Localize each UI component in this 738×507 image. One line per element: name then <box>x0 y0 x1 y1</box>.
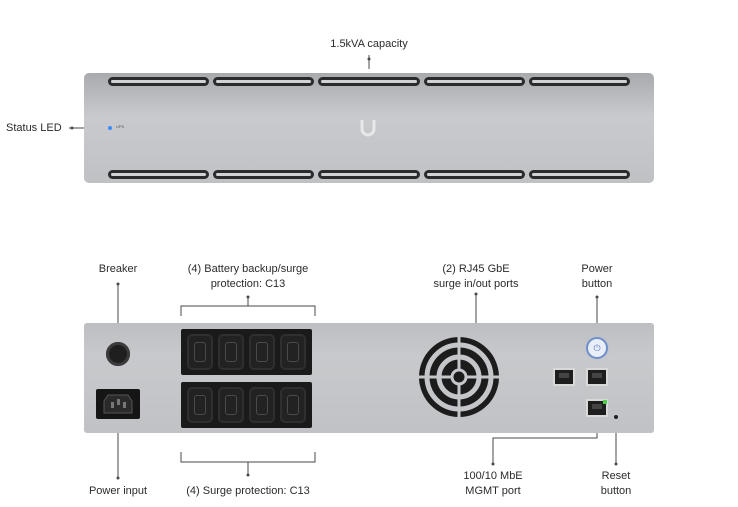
status-led <box>108 126 112 130</box>
c13-outlet-7[interactable] <box>249 387 276 423</box>
rj45-label: (2) RJ45 GbE surge in/out ports <box>433 263 519 290</box>
fan-grille-icon <box>419 337 499 417</box>
reset-button[interactable] <box>614 415 618 419</box>
status-led-label: Status LED <box>6 122 62 134</box>
front-vent-bottom <box>108 170 631 179</box>
c13-outlet-4[interactable] <box>280 334 307 370</box>
power-input-inlet <box>96 389 140 419</box>
mgmt-link-led <box>603 400 607 404</box>
c13-outlet-3[interactable] <box>249 334 276 370</box>
battery-bracket <box>180 305 316 316</box>
front-vent-top <box>108 77 631 86</box>
surge-bracket <box>180 452 316 463</box>
breaker-label: Breaker <box>98 263 138 275</box>
rj45-surge-in-port[interactable] <box>553 368 575 386</box>
power-input-label: Power input <box>88 485 148 497</box>
c13-outlet-5[interactable] <box>186 387 213 423</box>
capacity-label: 1.5kVA capacity <box>330 38 408 50</box>
power-button-label: Power button <box>581 263 613 290</box>
battery-outlets-label: (4) Battery backup/surge protection: C13 <box>187 263 309 290</box>
surge-outlet-bank <box>181 382 312 428</box>
ubiquiti-logo-icon <box>360 120 376 137</box>
mgmt-port[interactable] <box>586 399 608 417</box>
c13-outlet-2[interactable] <box>217 334 244 370</box>
c13-outlet-8[interactable] <box>280 387 307 423</box>
surge-outlets-label: (4) Surge protection: C13 <box>186 485 310 497</box>
reset-button-label: Reset button <box>600 470 632 497</box>
c13-outlet-1[interactable] <box>186 334 213 370</box>
battery-outlet-bank <box>181 329 312 375</box>
mgmt-port-label: 100/10 MbE MGMT port <box>463 470 523 497</box>
ups-back-panel: ⏻ <box>84 323 654 433</box>
breaker-switch[interactable] <box>106 342 130 366</box>
power-button[interactable]: ⏻ <box>588 339 606 357</box>
c14-inlet-icon <box>103 394 133 414</box>
ups-front-panel: UPS <box>84 73 654 183</box>
front-panel-mark: UPS <box>116 124 125 129</box>
rj45-surge-out-port[interactable] <box>586 368 608 386</box>
c13-outlet-6[interactable] <box>217 387 244 423</box>
